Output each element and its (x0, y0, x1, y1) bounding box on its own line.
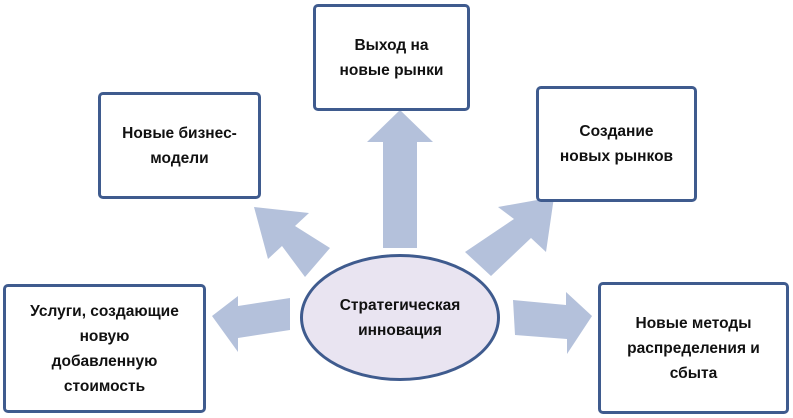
center-strategic-innovation: Стратегическая инновация (300, 254, 500, 381)
node-new-distribution-methods-line-2: распределения и (627, 339, 760, 357)
node-creating-new-markets-line-2: новых рынков (559, 148, 674, 165)
node-creating-new-markets: Создание новых рынков (536, 86, 697, 202)
node-new-business-models-line-2: модели (150, 149, 209, 167)
node-new-distribution-methods-line-3: сбыта (669, 364, 718, 382)
node-new-business-models: Новые бизнес- модели (98, 92, 261, 199)
node-value-added-services-line-2: новую (79, 327, 130, 345)
center-line-1: Стратегическая (339, 296, 461, 314)
arrow-upper-left (254, 207, 330, 277)
node-new-markets-entry-line-1: Выход на (354, 36, 429, 54)
center-line-2: инновация (358, 321, 442, 339)
node-new-markets-entry-line-2: новые рынки (339, 61, 444, 79)
node-new-distribution-methods: Новые методы распределения и сбыта (598, 282, 789, 414)
arrow-left (212, 296, 290, 352)
node-new-business-models-line-1: Новые бизнес- (122, 124, 237, 142)
node-value-added-services-line-1: Услуги, создающие (30, 302, 179, 320)
node-creating-new-markets-line-1: Создание (579, 123, 654, 140)
arrow-right (513, 292, 592, 354)
arrow-up (367, 110, 433, 248)
arrow-upper-right (465, 197, 554, 276)
node-value-added-services-line-4: стоимость (63, 377, 146, 395)
node-new-markets-entry: Выход на новые рынки (313, 4, 470, 111)
node-value-added-services: Услуги, создающие новую добавленную стои… (3, 284, 206, 413)
node-value-added-services-line-3: добавленную (51, 352, 158, 370)
node-new-distribution-methods-line-1: Новые методы (635, 314, 752, 332)
